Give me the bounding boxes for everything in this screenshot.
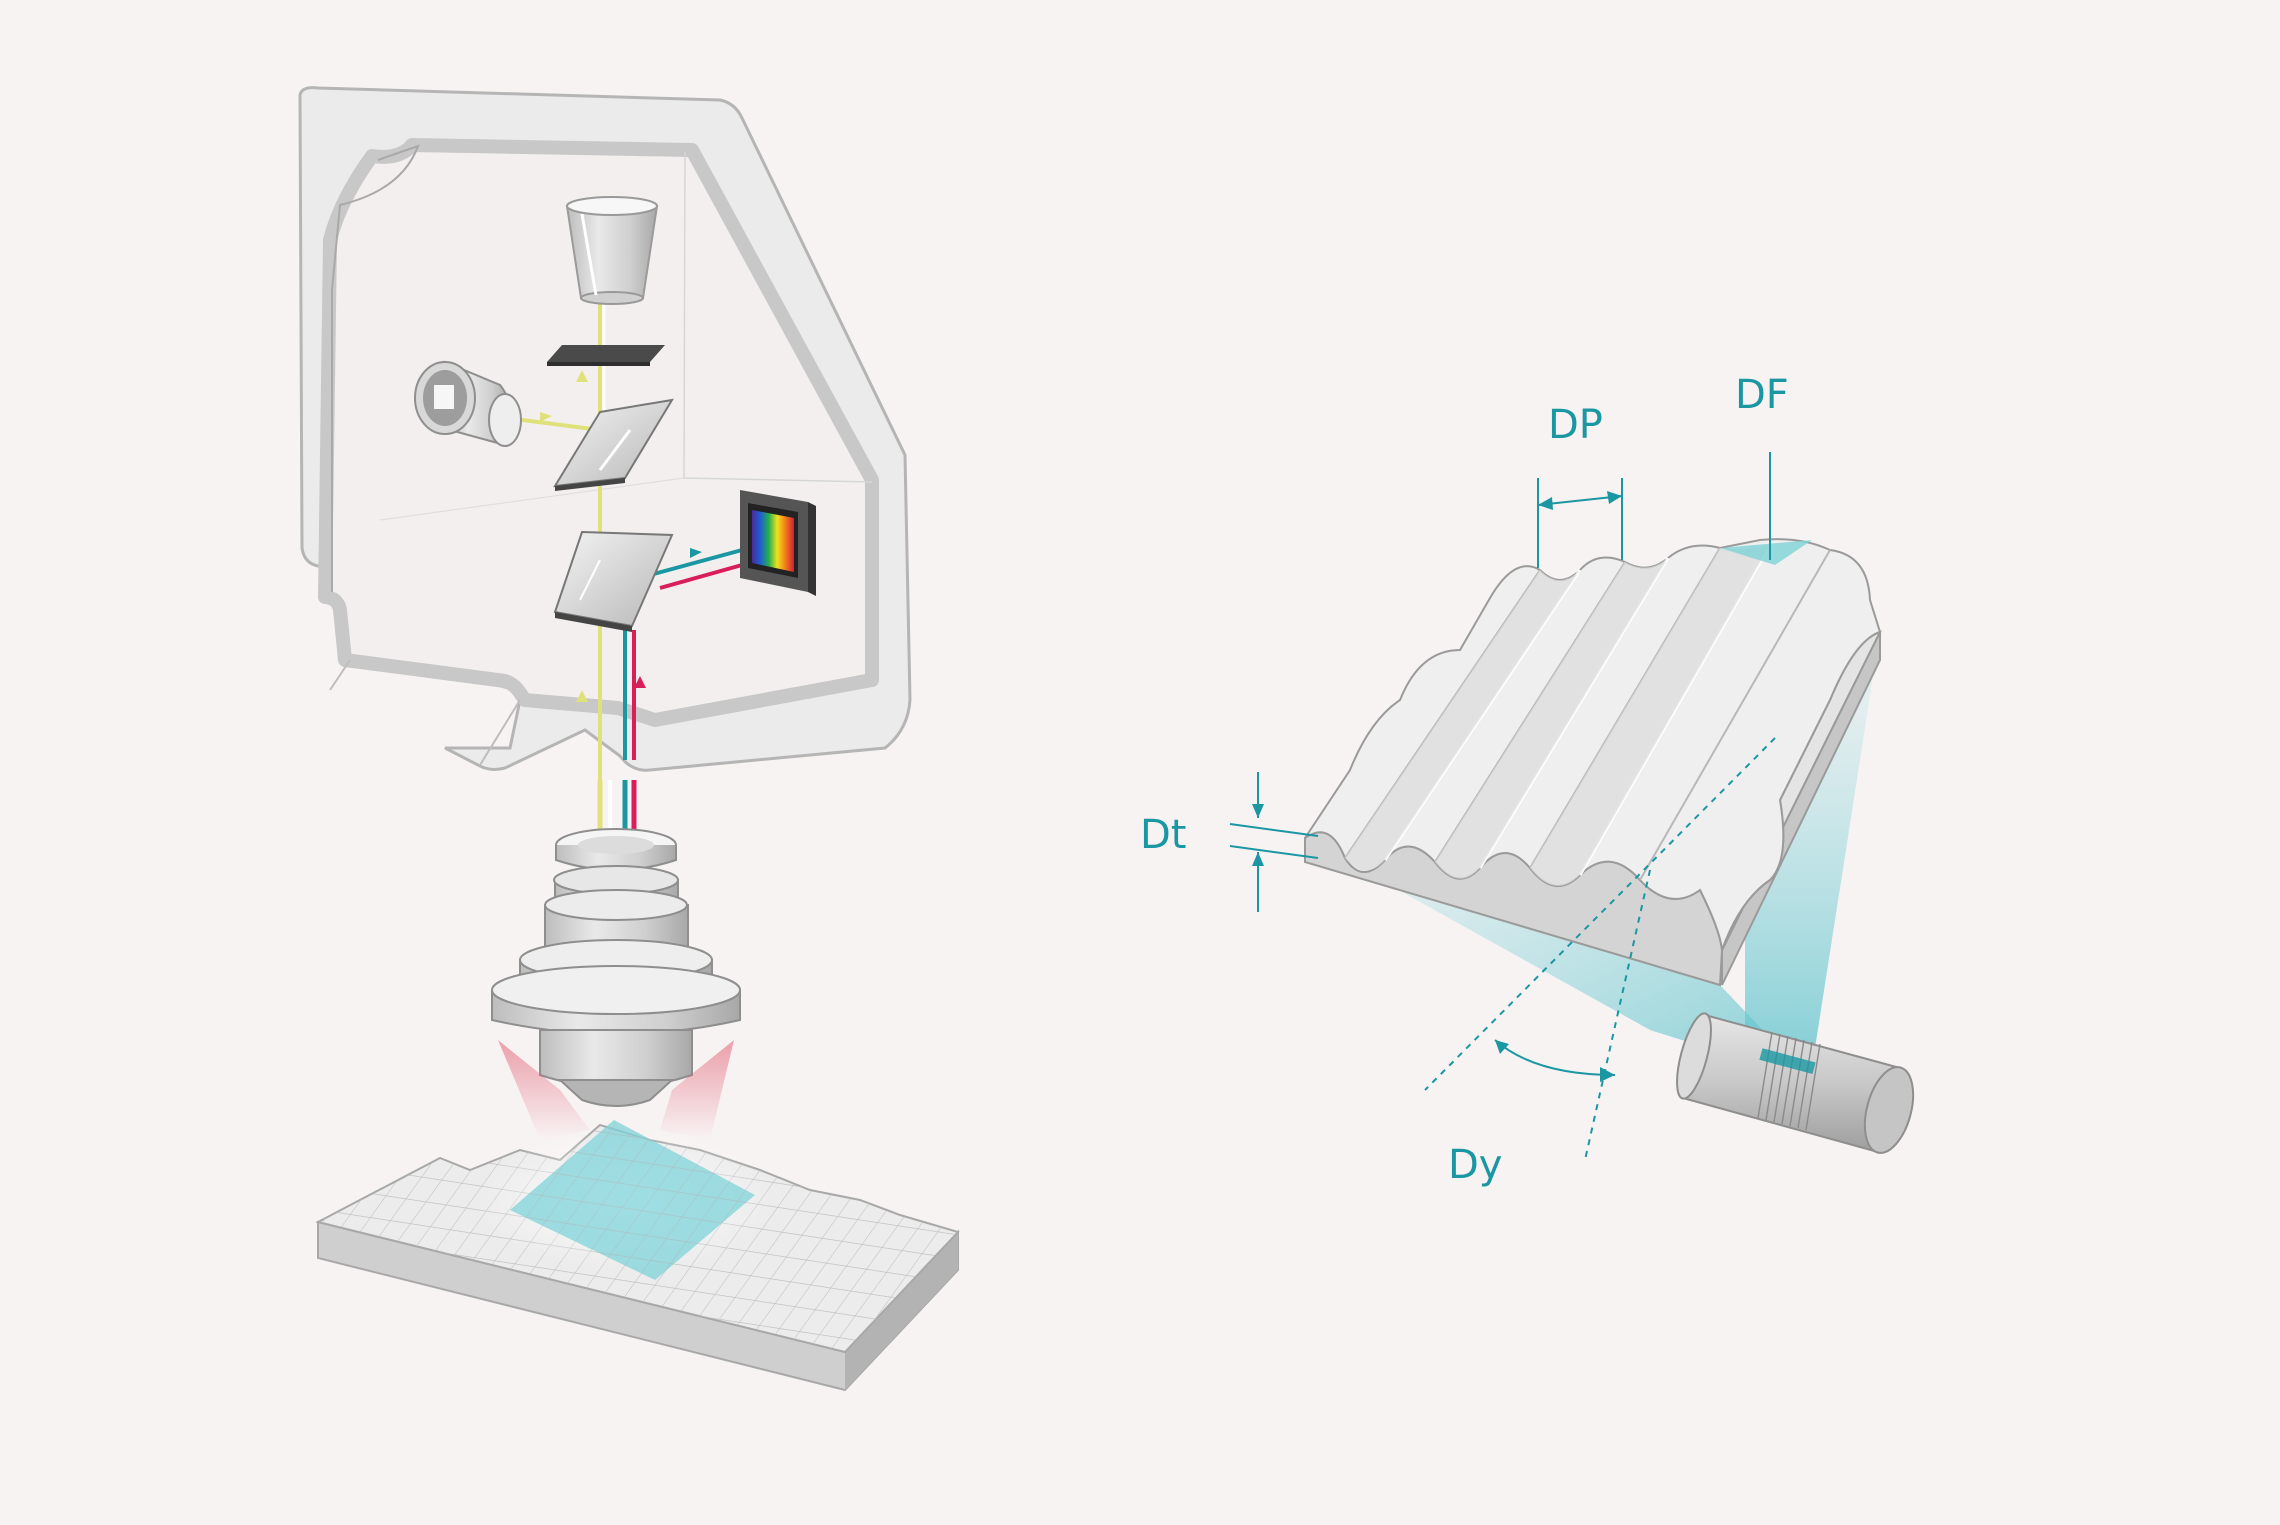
lamp-housing xyxy=(414,360,522,447)
microscope-illustration xyxy=(298,86,960,1392)
dimension-arrowheads xyxy=(1252,491,1622,1082)
light-source xyxy=(565,196,659,305)
surface-model-illustration: DP DF Dt Dy xyxy=(1140,372,1915,1188)
sample-surface xyxy=(315,1120,960,1392)
label-dy: Dy xyxy=(1448,1142,1502,1188)
objective-lens xyxy=(491,828,741,1107)
beam-splitter xyxy=(553,398,674,491)
spectrometer-sensor xyxy=(740,490,816,596)
label-dt: Dt xyxy=(1140,812,1186,858)
dichroic-mirror xyxy=(553,530,674,632)
emission-cone xyxy=(498,1040,590,1140)
label-dp: DP xyxy=(1548,402,1603,448)
cylinder-probe xyxy=(1676,1012,1915,1154)
label-df: DF xyxy=(1735,372,1789,418)
emission-cone-right xyxy=(660,1040,734,1140)
filter-plate xyxy=(547,345,665,366)
corrugated-block xyxy=(1304,538,1882,987)
